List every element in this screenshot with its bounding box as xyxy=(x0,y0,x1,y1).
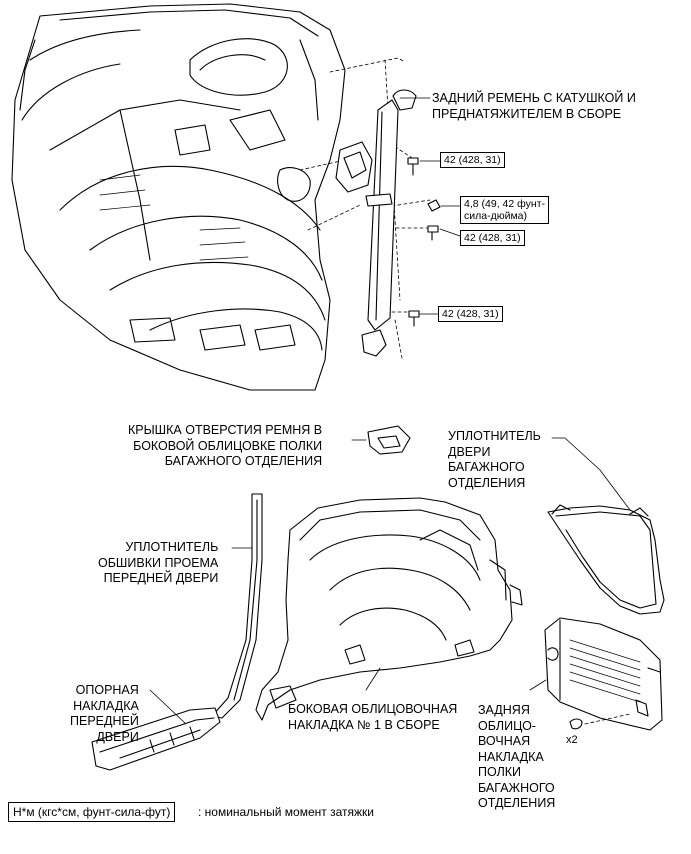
door-opening-trim-label: УПЛОТНИТЕЛЬ ОБШИВКИ ПРОЕМА ПЕРЕДНЕЙ ДВЕР… xyxy=(98,540,219,585)
rear-deck-trim-part xyxy=(544,617,663,731)
side-trim-panel-part xyxy=(255,497,523,721)
clip-quantity: x2 xyxy=(566,734,578,746)
side-trim-panel-label: БОКОВАЯ ОБЛИЦОВОЧНАЯ НАКЛАДКА № 1 В СБОР… xyxy=(288,702,458,732)
belt-hole-cover-part xyxy=(367,425,411,455)
rear-seat-belt-assembly xyxy=(335,89,417,357)
vehicle-body-illustration xyxy=(11,3,346,391)
torque-leaders xyxy=(419,160,461,315)
back-door-weatherstrip-part xyxy=(547,504,665,615)
torque-spec-2: 4,8 (49, 42 фунт- сила-дюйма) xyxy=(460,196,549,224)
back-door-weatherstrip-label: УПЛОТНИТЕЛЬ ДВЕРИ БАГАЖНОГО ОТДЕЛЕНИЯ xyxy=(448,429,541,490)
rear-deck-trim-label: ЗАДНЯЯ ОБЛИЦО- ВОЧНАЯ НАКЛАДКА ПОЛКИ БАГ… xyxy=(478,703,556,810)
torque-spec-1: 42 (428, 31) xyxy=(440,152,505,168)
rear-belt-label: ЗАДНИЙ РЕМЕНЬ С КАТУШКОЙ И ПРЕДНАТЯЖИТЕЛ… xyxy=(432,91,636,121)
scuff-plate-part xyxy=(91,707,221,771)
clip-part xyxy=(569,718,583,730)
torque-spec-4: 42 (428, 31) xyxy=(438,306,503,322)
door-opening-trim-part xyxy=(211,493,263,719)
scuff-plate-label: ОПОРНАЯ НАКЛАДКА ПЕРЕДНЕЙ ДВЕРИ xyxy=(70,683,139,744)
torque-spec-3: 42 (428, 31) xyxy=(460,230,525,246)
bolts xyxy=(407,157,441,327)
torque-legend-text: : номинальный момент затяжки xyxy=(198,805,374,819)
torque-legend-box: Н*м (кгс*см, фунт-сила-фут) xyxy=(8,802,176,822)
belt-hole-cover-label: КРЫШКА ОТВЕРСТИЯ РЕМНЯ В БОКОВОЙ ОБЛИЦОВ… xyxy=(128,423,323,468)
